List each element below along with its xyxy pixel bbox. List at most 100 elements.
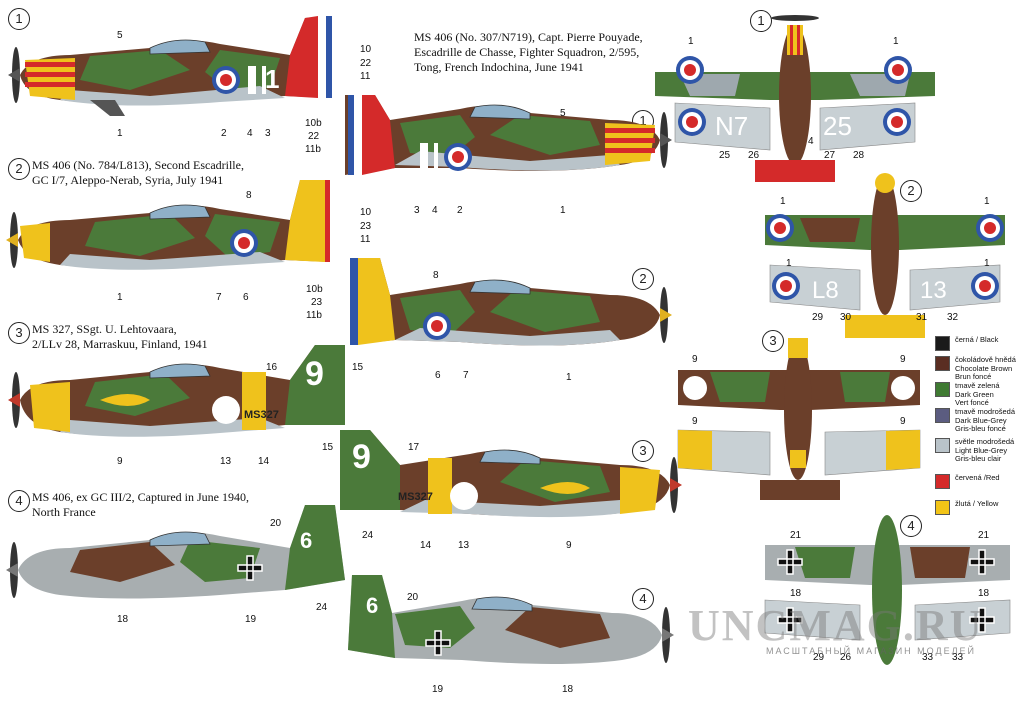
callout: 25 bbox=[719, 150, 731, 161]
legend-swatch bbox=[935, 382, 950, 397]
callout: 2 bbox=[221, 128, 227, 139]
callout: 21 bbox=[790, 530, 802, 541]
callout: 10b bbox=[306, 284, 323, 295]
callout: 9 bbox=[117, 456, 123, 467]
top-view-2: L8 13 bbox=[765, 173, 1005, 338]
callout: 9 bbox=[900, 354, 906, 365]
callout: 23 bbox=[311, 297, 323, 308]
callout: 23 bbox=[360, 221, 372, 232]
profile-number-2: 2 bbox=[8, 158, 30, 180]
callout: 13 bbox=[220, 456, 232, 467]
a2-underwing-right: 13 bbox=[920, 277, 947, 304]
legend-item: žlutá / Yellow bbox=[935, 499, 1020, 515]
callout: 17 bbox=[408, 442, 420, 453]
callout: 20 bbox=[407, 592, 419, 603]
callout: 20 bbox=[270, 518, 282, 529]
top-view-1-underside: N7 25 bbox=[674, 102, 916, 151]
caption-aircraft-4: MS 406, ex GC III/2, Captured in June 19… bbox=[32, 490, 249, 519]
top-number-1: 1 bbox=[750, 10, 772, 32]
callout: 7 bbox=[216, 292, 222, 303]
a3-side-code-right: MS327 bbox=[398, 491, 433, 503]
callout: 18 bbox=[978, 588, 990, 599]
callout: 9 bbox=[900, 416, 906, 427]
top-number-2: 2 bbox=[900, 180, 922, 202]
callout: 21 bbox=[978, 530, 990, 541]
callout: 4 bbox=[247, 128, 253, 139]
legend-item: černá / Black bbox=[935, 335, 1020, 351]
profile-1-left: 1 bbox=[8, 16, 332, 116]
top-view-3 bbox=[677, 338, 921, 500]
callout: 32 bbox=[947, 312, 959, 323]
legend-swatch bbox=[935, 356, 950, 371]
callout: 29 bbox=[812, 312, 824, 323]
profile-2-left bbox=[6, 180, 330, 270]
callout: 4 bbox=[432, 205, 438, 216]
caption-aircraft-2: MS 406 (No. 784/L813), Second Escadrille… bbox=[32, 158, 244, 187]
legend-label: černá / Black bbox=[955, 335, 999, 344]
callout: 31 bbox=[916, 312, 928, 323]
legend-swatch bbox=[935, 474, 950, 489]
a2-underwing-left: L8 bbox=[812, 277, 839, 304]
callout: 6 bbox=[243, 292, 249, 303]
callout: 1 bbox=[560, 205, 566, 216]
caption-aircraft-3: MS 327, SSgt. U. Lehtovaara, 2/LLv 28, M… bbox=[32, 322, 208, 351]
callout: 11 bbox=[360, 71, 371, 82]
callout: 8 bbox=[433, 270, 439, 281]
callout: 1 bbox=[893, 36, 899, 47]
callout: 13 bbox=[458, 540, 470, 551]
callout: 18 bbox=[790, 588, 802, 599]
profile-2-right bbox=[350, 258, 672, 346]
callout: 11b bbox=[306, 310, 322, 321]
callout: 1 bbox=[117, 128, 123, 139]
a4-fin-code: 6 bbox=[300, 528, 312, 553]
callout: 10 bbox=[360, 207, 372, 218]
profile-4-left: 6 bbox=[6, 505, 345, 599]
a3-fin-code: 9 bbox=[305, 355, 324, 393]
top-number-3: 3 bbox=[762, 330, 784, 352]
a3-side-code: MS327 bbox=[244, 409, 279, 421]
callout: 8 bbox=[246, 190, 252, 201]
callout: 1 bbox=[566, 372, 572, 383]
callout: 14 bbox=[258, 456, 270, 467]
callout: 3 bbox=[414, 205, 420, 216]
profile-4-right: 6 bbox=[348, 575, 674, 664]
top-number-4: 4 bbox=[900, 515, 922, 537]
legend-item: červená /Red bbox=[935, 473, 1020, 489]
callout: 14 bbox=[420, 540, 432, 551]
callout: 9 bbox=[566, 540, 572, 551]
callout: 9 bbox=[692, 416, 698, 427]
callout: 3 bbox=[265, 128, 271, 139]
a1-fin-code: 1 bbox=[265, 64, 279, 94]
profile-number-4b: 4 bbox=[632, 588, 654, 610]
callout: 18 bbox=[562, 684, 574, 695]
top-view-1 bbox=[655, 15, 935, 182]
callout: 7 bbox=[463, 370, 469, 381]
top-view-4 bbox=[764, 515, 1011, 665]
callout: 24 bbox=[362, 530, 374, 541]
callout: 19 bbox=[432, 684, 444, 695]
a1-underwing-left: N7 bbox=[715, 111, 748, 141]
callout: 10b bbox=[305, 118, 322, 129]
a3-fin-code-right: 9 bbox=[352, 438, 371, 476]
callout: 4 bbox=[808, 136, 814, 147]
callout: 33 bbox=[952, 652, 964, 663]
callout: 1 bbox=[786, 258, 792, 269]
callout: 2 bbox=[457, 205, 463, 216]
legend-label: žlutá / Yellow bbox=[955, 499, 999, 508]
callout: 19 bbox=[245, 614, 257, 625]
callout: 30 bbox=[840, 312, 852, 323]
callout: 22 bbox=[308, 131, 320, 142]
callout: 1 bbox=[984, 258, 990, 269]
callout: 29 bbox=[813, 652, 825, 663]
callout: 24 bbox=[316, 602, 328, 613]
callout: 33 bbox=[922, 652, 934, 663]
callout: 10 bbox=[360, 44, 372, 55]
